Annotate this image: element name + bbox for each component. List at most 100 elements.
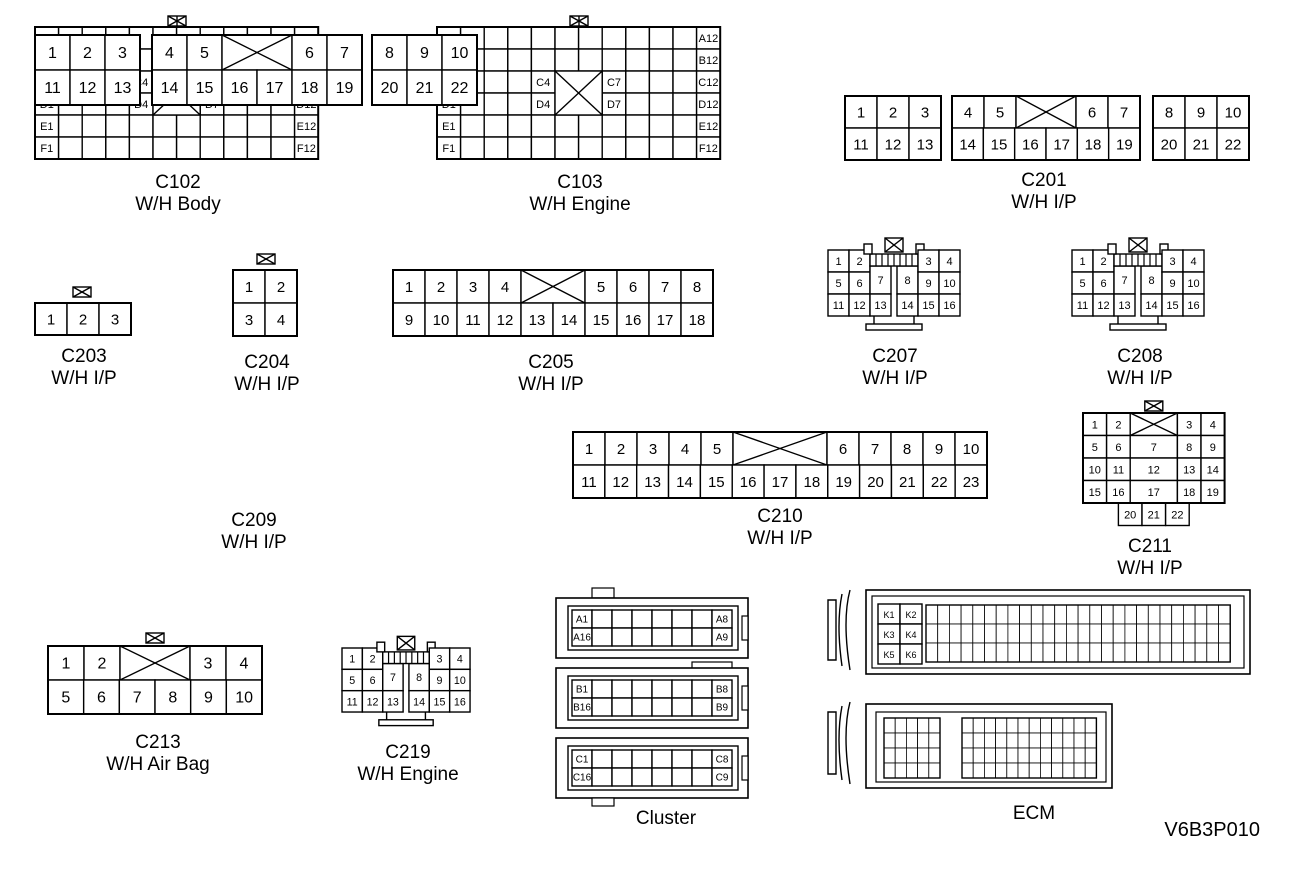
ecm-pin-cell — [984, 747, 997, 764]
ecm-pin-cell — [1159, 604, 1173, 625]
pin-label: 4 — [240, 656, 249, 673]
pin-cell — [406, 34, 443, 71]
ecm-pin-cell — [984, 623, 997, 644]
key-line — [1128, 237, 1148, 253]
pin-cell — [672, 92, 698, 116]
pin-cell — [57, 114, 83, 138]
pin-label: K3 — [883, 630, 894, 640]
ecm-caption: ECM — [1012, 803, 1056, 824]
ecm-pin-cell — [961, 732, 974, 749]
pin-label: 15 — [708, 474, 725, 491]
pin-label: 1 — [245, 279, 253, 296]
pin-cell — [671, 767, 693, 787]
pin-label: K2 — [905, 610, 916, 620]
pin-label: E1 — [40, 121, 53, 133]
ecm-pin-cell — [1147, 604, 1161, 625]
pin-cell — [483, 26, 509, 50]
ecm-pin-cell — [1006, 762, 1019, 779]
pin-label: 17 — [266, 80, 284, 97]
pin-cell — [631, 697, 653, 717]
pin-cell — [711, 697, 733, 717]
ecm-pin-cell — [928, 747, 941, 764]
pin-label: 21 — [899, 474, 916, 491]
c209-id: C209 — [231, 510, 277, 531]
pin-label: B8 — [716, 685, 729, 696]
pin-label: 12 — [497, 312, 514, 329]
ecm-pin-cell — [1042, 604, 1056, 625]
pin-label: 15 — [434, 696, 446, 708]
pin-cell — [456, 302, 490, 337]
pin-label: 7 — [661, 279, 669, 296]
pin-label: 2 — [1115, 419, 1121, 431]
latch-icon — [1128, 237, 1148, 253]
pin-label: K4 — [905, 630, 916, 640]
pin-cell — [57, 136, 83, 160]
pin-label: 7 — [1151, 442, 1157, 454]
pin-cell — [1045, 127, 1079, 161]
ecm-pin-cell — [1062, 747, 1075, 764]
latch-post — [1107, 243, 1117, 255]
ecm-pin-cell — [1218, 604, 1231, 625]
pin-cell — [221, 69, 258, 106]
key-cross-icon — [520, 269, 586, 304]
pin-cell — [631, 767, 653, 787]
cluster-tab — [741, 685, 749, 711]
pin-cell — [591, 679, 613, 699]
ecm-pin-cell — [995, 717, 1008, 734]
pin-label: 12 — [885, 137, 902, 154]
pin-cell — [256, 69, 293, 106]
pin-cell — [554, 26, 580, 50]
key-line — [1129, 412, 1178, 437]
pin-cell — [591, 767, 613, 787]
pin-cell — [625, 48, 651, 72]
pin-label: 7 — [340, 45, 349, 62]
pin-cell — [691, 697, 713, 717]
ecm-pin-cell — [972, 732, 985, 749]
pin-label: 6 — [370, 675, 376, 687]
ecm-pin-cell — [917, 762, 930, 779]
pin-label: 2 — [277, 279, 285, 296]
pin-cell — [577, 136, 603, 160]
ecm-pin-cell — [1040, 747, 1053, 764]
c102-id: C102 — [155, 172, 201, 193]
pin-label: 1 — [349, 654, 355, 666]
ecm-pin-cell — [894, 732, 907, 749]
key-line — [72, 286, 92, 298]
ecm-pin-cell — [1101, 604, 1114, 625]
pin-label: 19 — [1116, 137, 1133, 154]
pin-label: 3 — [118, 45, 127, 62]
pin-label: 4 — [964, 105, 972, 122]
pin-cell — [611, 697, 633, 717]
pin-cell — [81, 114, 107, 138]
pin-label: 9 — [420, 45, 429, 62]
pin-label: 5 — [349, 675, 355, 687]
c103-caption: C103 W/H Engine — [529, 172, 630, 216]
pin-label: 8 — [385, 45, 394, 62]
pin-label: 11 — [581, 474, 597, 491]
key-cross-icon — [1129, 412, 1179, 437]
ecm-pin-cell — [1017, 747, 1030, 764]
ecm-pin-cell — [928, 732, 941, 749]
key-line — [396, 635, 416, 651]
pin-label: 2 — [889, 105, 897, 122]
ecm-pin-cell — [1206, 642, 1219, 663]
c211-id: C211 — [1127, 536, 1173, 557]
pin-cell — [530, 48, 556, 72]
pin-cell — [1013, 127, 1047, 161]
pin-label: 3 — [437, 654, 443, 666]
pin-cell — [651, 749, 673, 769]
connector-outline — [232, 269, 298, 337]
pin-cell — [611, 679, 633, 699]
pin-cell — [483, 114, 509, 138]
pin-cell — [577, 48, 603, 72]
pin-cell — [530, 26, 556, 50]
ecm-pin-cell — [1073, 732, 1086, 749]
pin-label: C8 — [716, 755, 729, 766]
pin-label: 8 — [1165, 105, 1173, 122]
connector-outline — [47, 645, 263, 715]
ecm-pin-cell — [1183, 623, 1196, 644]
pin-cell — [671, 679, 693, 699]
pin-label: 9 — [1197, 105, 1205, 122]
pin-label: 10 — [1089, 464, 1101, 476]
ecm-pin-cell — [1028, 732, 1041, 749]
